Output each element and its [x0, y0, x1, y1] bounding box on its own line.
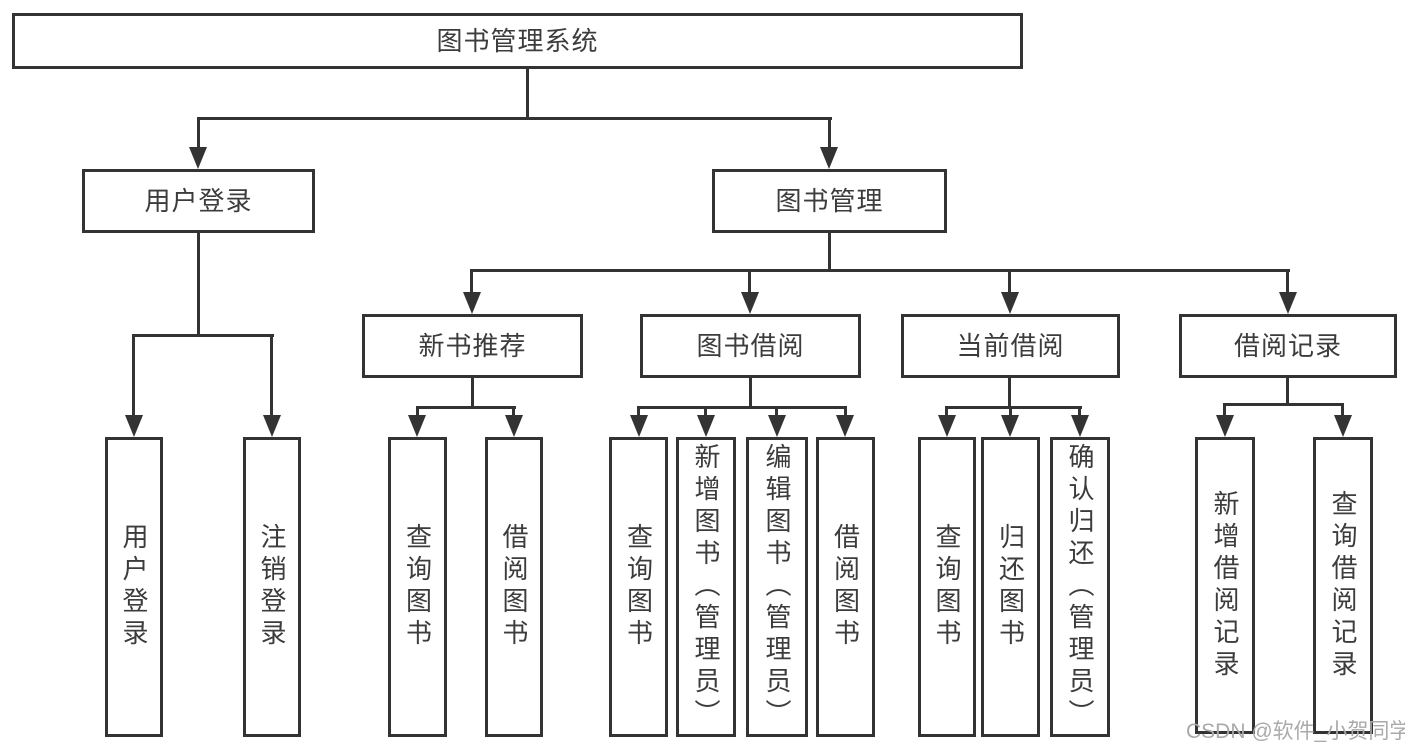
connector-borrow-records-shaft	[1286, 269, 1289, 295]
arrowhead-to-query-record	[1334, 415, 1352, 437]
box-book-borrow: 图书借阅	[640, 314, 861, 378]
connector-user-login-drop	[197, 233, 200, 336]
box-leaf-add-borrow-record: 新增借阅记录	[1195, 437, 1255, 734]
arrowhead-to-edit-books	[768, 415, 786, 437]
arrowhead-to-query-books-3	[938, 415, 956, 437]
connector-new-books-drop	[471, 378, 474, 408]
arrowhead-to-borrow-records	[1279, 292, 1297, 314]
connector-logout-leaf-shaft	[270, 334, 273, 418]
connector-leaf-shaft	[1341, 403, 1344, 418]
arrowhead-to-login-leaf	[125, 415, 143, 437]
box-book-management: 图书管理	[712, 169, 947, 233]
connector-user-login-splitter	[132, 334, 274, 337]
connector-leaf-shaft	[1009, 406, 1012, 418]
connector-leaf-shaft	[1223, 403, 1226, 418]
arrowhead-to-return-books	[1001, 415, 1019, 437]
connector-book-borrow-splitter	[637, 406, 847, 409]
connector-current-borrow-shaft	[1008, 269, 1011, 295]
arrowhead-to-borrow-books-1	[505, 415, 523, 437]
box-leaf-user-login: 用户登录	[105, 437, 163, 737]
csdn-watermark: CSDN @软件_小贺同学	[1186, 720, 1405, 743]
connector-new-books-splitter	[416, 406, 516, 409]
box-leaf-return-books: 归还图书	[981, 437, 1040, 737]
box-leaf-confirm-return-admin: 确认归还（管理员）	[1050, 437, 1110, 737]
connector-level3-splitter	[470, 269, 1290, 272]
box-leaf-borrow-books-1: 借阅图书	[485, 437, 543, 737]
arrowhead-to-confirm-return	[1071, 415, 1089, 437]
arrowhead-to-add-record	[1216, 415, 1234, 437]
connector-borrow-records-splitter	[1224, 403, 1344, 406]
arrowhead-to-new-books	[463, 292, 481, 314]
connector-level2-splitter	[197, 117, 832, 120]
box-new-book-recommend: 新书推荐	[362, 314, 583, 378]
connector-book-management-shaft	[828, 117, 831, 152]
arrowhead-to-query-books-1	[408, 415, 426, 437]
connector-new-books-shaft	[470, 269, 473, 295]
connector-leaf-shaft	[416, 406, 419, 418]
connector-book-borrow-shaft	[748, 269, 751, 295]
connector-leaf-shaft	[1078, 406, 1081, 418]
connector-leaf-shaft	[844, 406, 847, 418]
box-leaf-add-books-admin: 新增图书（管理员）	[676, 437, 736, 737]
arrowhead-to-add-books	[697, 415, 715, 437]
connector-login-leaf-shaft	[132, 334, 135, 418]
arrowhead-to-book-management	[820, 147, 838, 169]
arrowhead-to-borrow-books-2	[836, 415, 854, 437]
connector-book-borrow-drop	[749, 378, 752, 408]
box-leaf-query-books-2: 查询图书	[609, 437, 668, 737]
box-current-borrow: 当前借阅	[901, 314, 1120, 378]
connector-current-borrow-drop	[1008, 378, 1011, 408]
arrowhead-to-book-borrow	[741, 292, 759, 314]
connector-leaf-shaft	[637, 406, 640, 418]
connector-root-drop	[526, 69, 529, 119]
box-leaf-edit-books-admin: 编辑图书（管理员）	[746, 437, 808, 737]
arrowhead-to-current-borrow	[1001, 292, 1019, 314]
arrowhead-to-user-login	[189, 147, 207, 169]
connector-book-management-drop	[828, 233, 831, 272]
connector-leaf-shaft	[704, 406, 707, 418]
arrowhead-to-logout-leaf	[263, 415, 281, 437]
connector-user-login-shaft	[197, 117, 200, 152]
connector-current-borrow-splitter	[946, 406, 1082, 409]
box-leaf-query-books-1: 查询图书	[388, 437, 447, 737]
box-leaf-query-books-3: 查询图书	[918, 437, 976, 737]
box-leaf-logout: 注销登录	[243, 437, 301, 737]
box-user-login: 用户登录	[82, 169, 315, 233]
connector-leaf-shaft	[945, 406, 948, 418]
connector-borrow-records-drop	[1286, 378, 1289, 405]
box-library-management-system: 图书管理系统	[12, 13, 1023, 69]
box-leaf-query-borrow-record: 查询借阅记录	[1313, 437, 1373, 734]
box-leaf-borrow-books-2: 借阅图书	[816, 437, 875, 737]
arrowhead-to-query-books-2	[630, 415, 648, 437]
connector-leaf-shaft	[775, 406, 778, 418]
connector-leaf-shaft	[512, 406, 515, 418]
box-borrow-records: 借阅记录	[1179, 314, 1397, 378]
